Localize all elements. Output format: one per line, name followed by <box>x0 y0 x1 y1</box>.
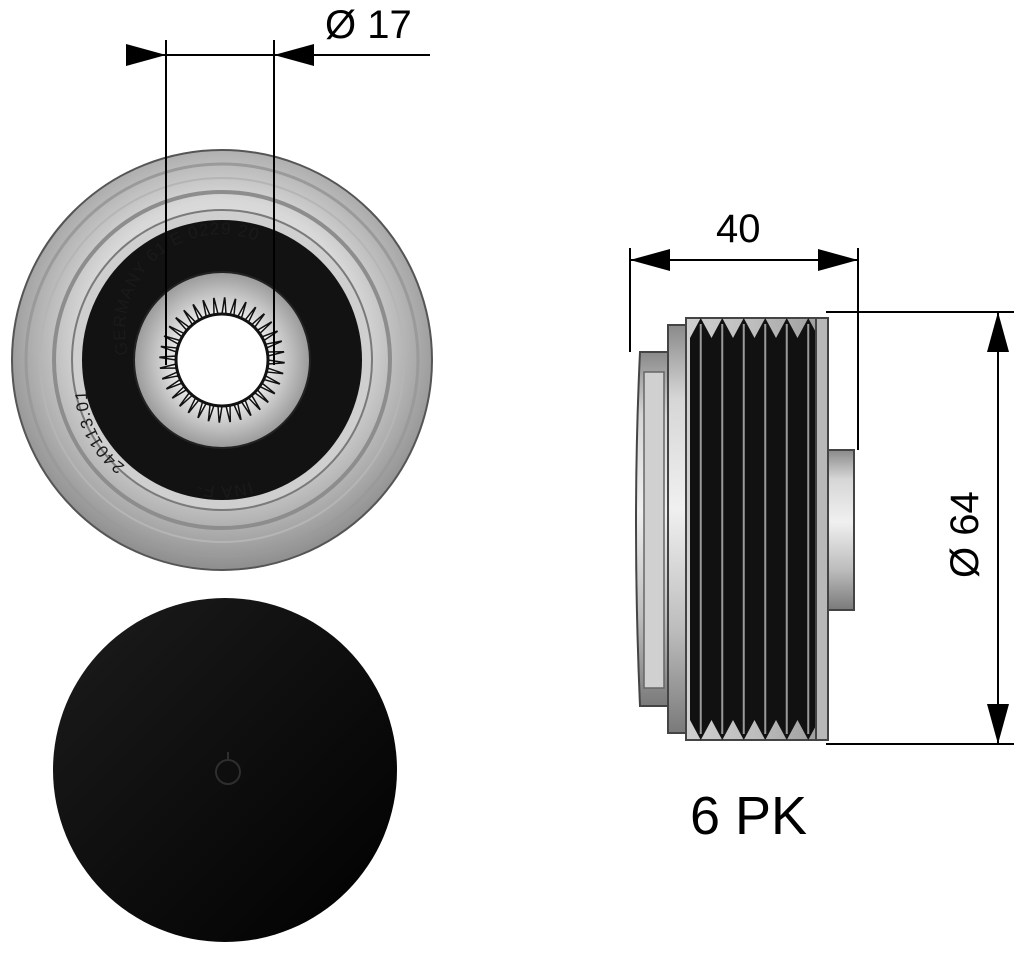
belt-profile-label: 6 PK <box>690 786 807 846</box>
pulley-side-view <box>635 317 855 741</box>
width-label: 40 <box>716 207 761 251</box>
shaft-stub <box>827 449 855 611</box>
dimension-outer-diameter: Ø 64 <box>826 311 1014 745</box>
seal-marking-bottom: INA F- <box>194 478 255 502</box>
dimension-inner-diameter: Ø 17 <box>126 3 430 365</box>
bore <box>174 312 270 408</box>
dimension-width: 40 <box>629 207 859 450</box>
protective-cap <box>53 598 397 942</box>
pulley-front-view: GERMANY 61 E 0229 20 240113.01 INA F- <box>11 149 433 571</box>
inner-diameter-label: Ø 17 <box>325 3 412 47</box>
outer-diameter-label: Ø 64 <box>943 491 987 578</box>
belt-ribs <box>690 318 819 740</box>
